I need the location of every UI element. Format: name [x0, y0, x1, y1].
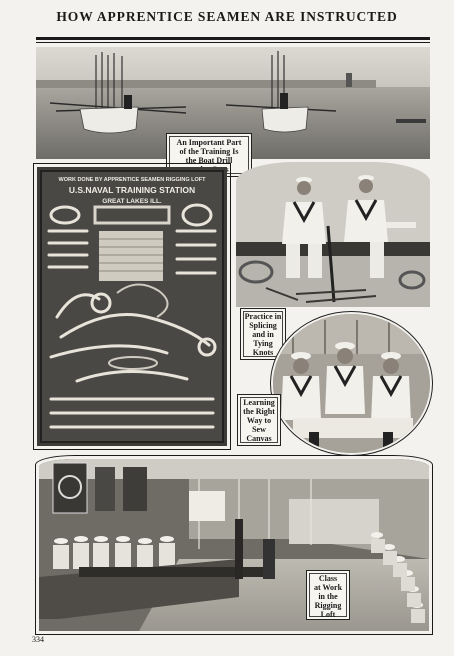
heading-rule-thick [36, 37, 430, 40]
photo-rigging-loft [39, 459, 429, 631]
board-line-3: GREAT LAKES ILL. [102, 198, 162, 205]
rigging-frame [35, 455, 433, 635]
page-number: 334 [32, 635, 44, 644]
sailor-right [344, 175, 416, 278]
photo-boat-drill [36, 47, 430, 159]
photo-knot-board: WORK DONE BY APPRENTICE SEAMEN RIGGING L… [37, 167, 227, 446]
caption-canvas: Learning the Right Way to Sew Canvas [237, 394, 281, 446]
caption-rigging-loft: Class at Work in the Rigging Loft [306, 570, 350, 620]
board-line-1: WORK DONE BY APPRENTICE SEAMEN RIGGING L… [59, 177, 207, 183]
board-line-2: U.S.NAVAL TRAINING STATION [69, 185, 195, 195]
heading-rule-thin [36, 42, 430, 43]
sailors-sewing [281, 342, 411, 422]
board-frame [33, 163, 231, 450]
photo-splicing [236, 162, 430, 307]
photo-sewing-canvas [271, 312, 432, 455]
rowboat-left [49, 52, 187, 134]
page-heading: HOW APPRENTICE SEAMEN ARE INSTRUCTED [56, 9, 398, 24]
rowboat-right [225, 51, 337, 133]
sailor-left [282, 177, 326, 278]
